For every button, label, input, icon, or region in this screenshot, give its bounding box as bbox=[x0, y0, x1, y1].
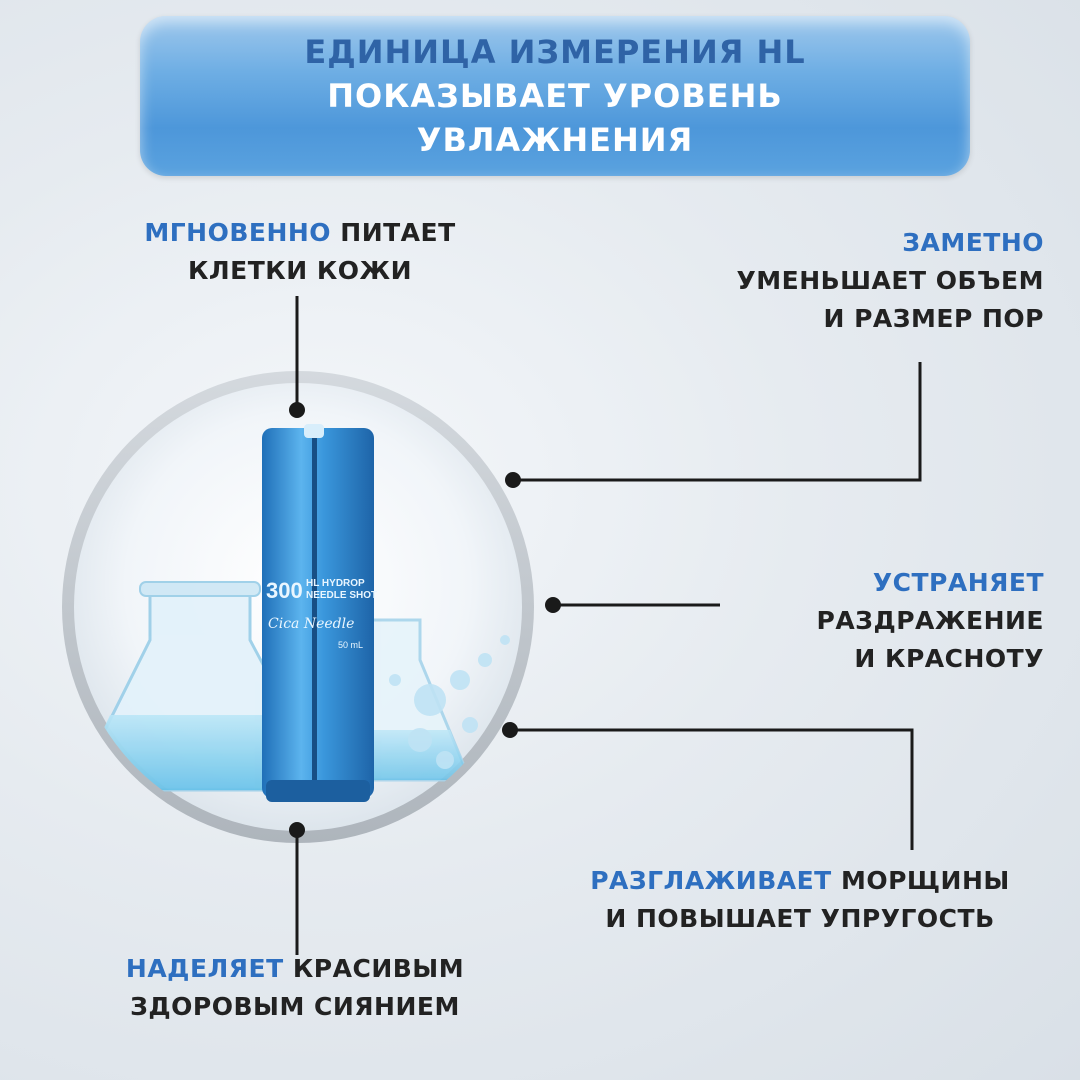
benefit-pores-line3: И РАЗМЕР ПОР bbox=[823, 304, 1044, 333]
benefit-glow-highlight: НАДЕЛЯЕТ bbox=[125, 954, 284, 983]
benefit-pores-highlight: ЗАМЕТНО bbox=[902, 228, 1044, 257]
benefit-irritation-line3: И КРАСНОТУ bbox=[854, 644, 1044, 673]
banner-line-2: ПОКАЗЫВАЕТ УРОВЕНЬ bbox=[327, 77, 783, 115]
benefit-irritation: УСТРАНЯЕТ РАЗДРАЖЕНИЕ И КРАСНОТУ bbox=[700, 564, 1044, 678]
water-splash bbox=[389, 635, 510, 769]
benefit-glow-rest: КРАСИВЫМ bbox=[283, 954, 465, 983]
benefit-nourish-rest: ПИТАЕТ bbox=[331, 218, 456, 247]
benefit-glow-line2: ЗДОРОВЫМ СИЯНИЕМ bbox=[130, 992, 460, 1021]
benefit-irritation-line2: РАЗДРАЖЕНИЕ bbox=[816, 606, 1044, 635]
serum-tube bbox=[262, 424, 374, 802]
benefit-wrinkles-highlight: РАЗГЛАЖИВАЕТ bbox=[590, 866, 832, 895]
banner-line-3: УВЛАЖНЕНИЯ bbox=[416, 121, 694, 159]
benefit-nourish: МГНОВЕННО ПИТАЕТ КЛЕТКИ КОЖИ bbox=[110, 214, 490, 290]
header-banner: ЕДИНИЦА ИЗМЕРЕНИЯ HL ПОКАЗЫВАЕТ УРОВЕНЬ … bbox=[140, 16, 970, 176]
product-name-2: NEEDLE SHOT bbox=[306, 590, 377, 601]
benefit-pores-line2: УМЕНЬШАЕТ ОБЪЕМ bbox=[736, 266, 1044, 295]
benefit-wrinkles-line2: И ПОВЫШАЕТ УПРУГОСТЬ bbox=[605, 904, 995, 933]
benefit-pores: ЗАМЕТНО УМЕНЬШАЕТ ОБЪЕМ И РАЗМЕР ПОР bbox=[640, 224, 1044, 338]
benefit-wrinkles: РАЗГЛАЖИВАЕТ МОРЩИНЫ И ПОВЫШАЕТ УПРУГОСТ… bbox=[540, 862, 1060, 938]
product-volume: 50 mL bbox=[338, 640, 363, 650]
connector-dots bbox=[289, 402, 561, 838]
benefit-nourish-highlight: МГНОВЕННО bbox=[144, 218, 332, 247]
connector-lines bbox=[295, 296, 922, 955]
benefit-glow: НАДЕЛЯЕТ КРАСИВЫМ ЗДОРОВЫМ СИЯНИЕМ bbox=[80, 950, 510, 1026]
product-name-1: HL HYDROP bbox=[306, 578, 365, 589]
banner-line-1: ЕДИНИЦА ИЗМЕРЕНИЯ HL bbox=[304, 33, 806, 71]
benefit-wrinkles-rest: МОРЩИНЫ bbox=[831, 866, 1010, 895]
product-script-name: Cica Needle bbox=[268, 616, 354, 632]
product-number: 300 bbox=[266, 578, 303, 603]
benefit-irritation-highlight: УСТРАНЯЕТ bbox=[872, 568, 1044, 597]
benefit-nourish-line2: КЛЕТКИ КОЖИ bbox=[187, 256, 413, 285]
